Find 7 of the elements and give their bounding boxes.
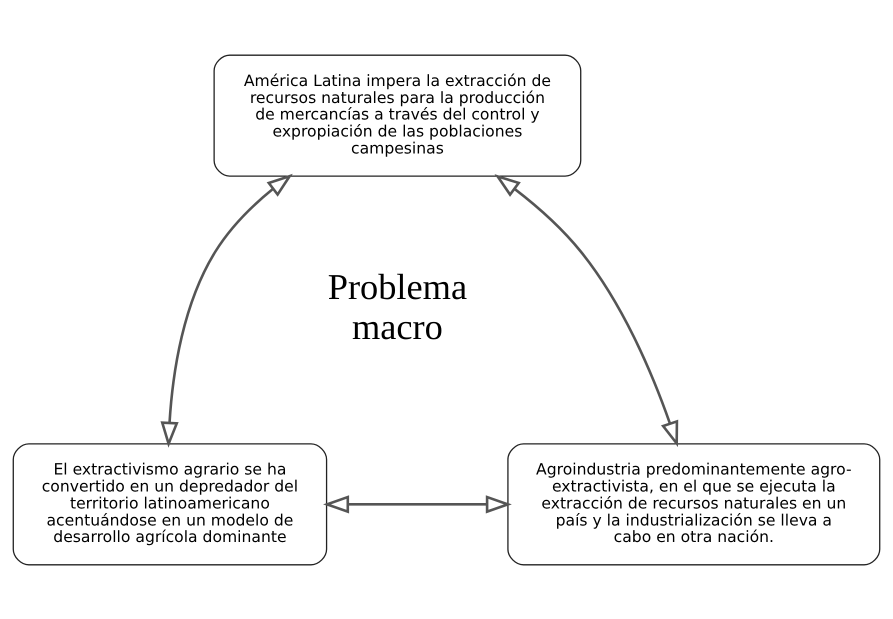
arrow (160, 173, 293, 448)
arrow (323, 494, 512, 513)
node-box: Agroindustria predominantemente agro-extractivista, en el que se ejecuta la extracción de recursos naturales en un país y la industrialización se lleva a cabo en otra nación. (507, 442, 880, 565)
arrow (494, 174, 678, 447)
node-box: América Latina impera la extracción de recursos naturales para la producción de mercancías a través del control y expropiación de las poblaciones campesinas (213, 54, 582, 176)
node-box: El extractivismo agrario se ha convertido en un depredador del territorio latinoamericano acentuándose en un modelo de desarrollo agrícola dominante (12, 442, 328, 565)
label: Problema macro (328, 266, 468, 347)
